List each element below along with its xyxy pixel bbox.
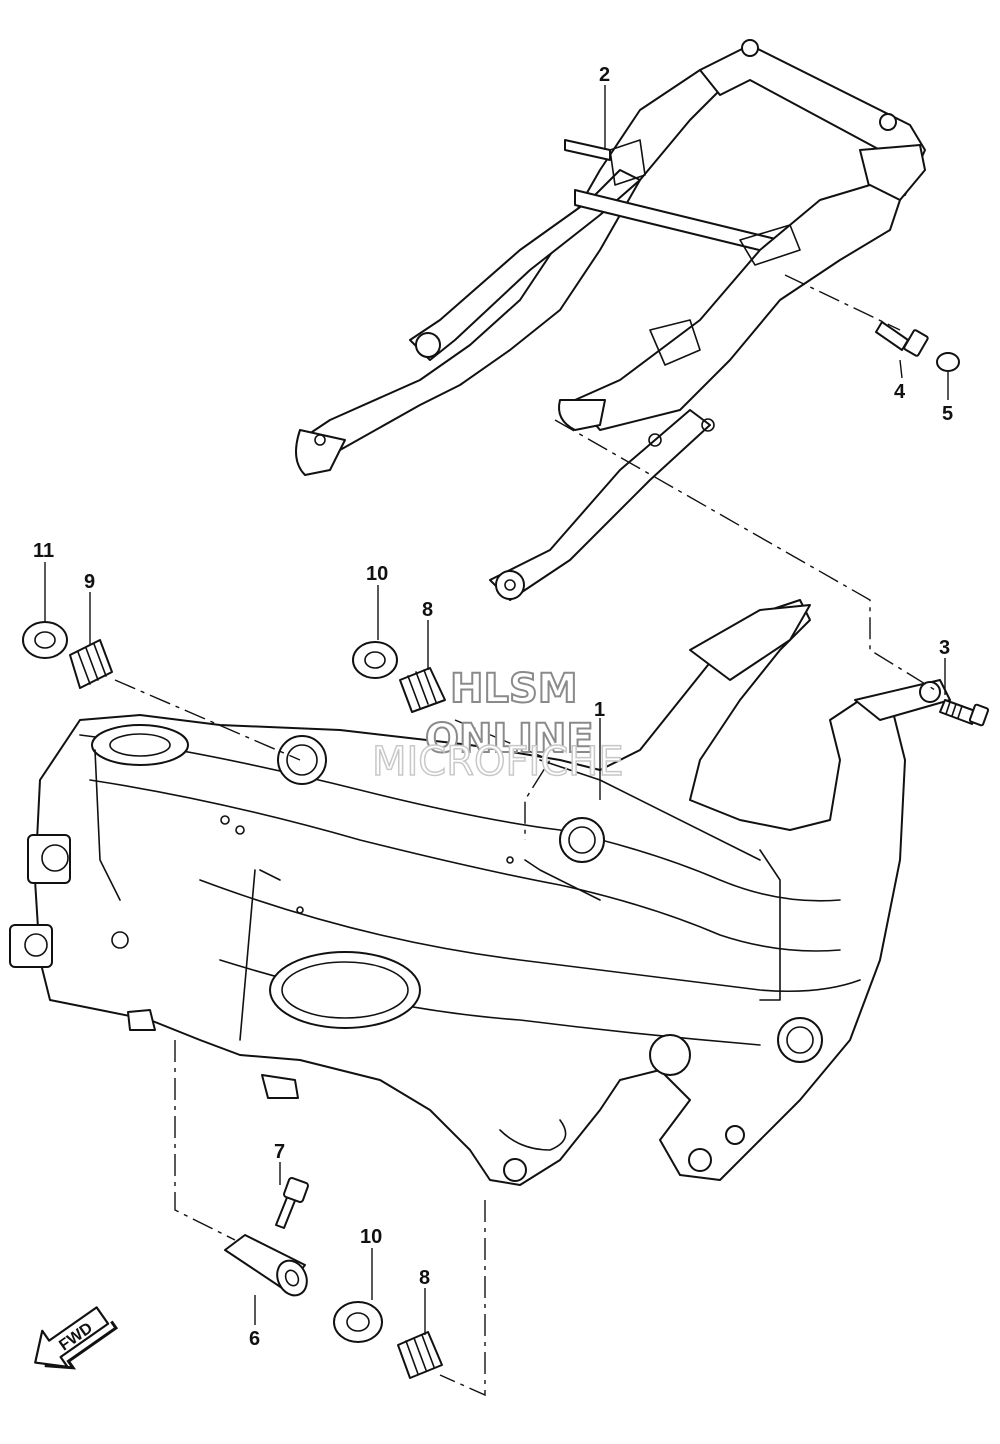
callout-5: 5 (942, 403, 953, 425)
callout-9: 9 (84, 571, 95, 593)
watermark-line-3: MICROFICHE (372, 739, 624, 785)
callout-11: 11 (33, 540, 54, 562)
part-8-adjuster-upper (399, 667, 446, 713)
callout-8-upper: 8 (422, 599, 433, 621)
callout-labels: 1 2 3 4 5 6 7 8 8 9 10 10 11 (33, 64, 953, 1350)
part-8-adjuster-lower (397, 1331, 443, 1379)
watermark-line-2: ONLINE (425, 716, 594, 762)
callout-8-lower: 8 (419, 1267, 430, 1289)
fwd-arrow-icon (34, 1306, 110, 1368)
callout-3: 3 (939, 637, 950, 659)
part-7-bolt (275, 1177, 309, 1229)
part-4-bolt (875, 321, 929, 357)
alignment-lines (114, 274, 936, 1397)
seat-rail-assembly (295, 39, 926, 601)
part-3-bolt (939, 699, 990, 727)
part-11-nut (22, 621, 68, 659)
fwd-badge: FWD (34, 1306, 119, 1370)
watermark: HLSM ONLINE MICROFICHE (371, 665, 624, 786)
callout-2: 2 (599, 64, 610, 86)
part-6-collar (224, 1234, 308, 1297)
callout-leaders (44, 85, 949, 1335)
callout-10-lower: 10 (360, 1226, 382, 1248)
callout-7: 7 (274, 1141, 285, 1163)
callout-10-upper: 10 (366, 563, 388, 585)
part-5-cap (936, 352, 960, 372)
part-10-nut-upper (352, 641, 398, 679)
part-10-nut-lower (333, 1301, 383, 1343)
callout-4: 4 (894, 381, 906, 403)
callout-6: 6 (249, 1328, 260, 1350)
main-frame (9, 599, 951, 1186)
callout-1: 1 (594, 699, 605, 721)
watermark-line-1: HLSM (450, 666, 578, 712)
part-9-adjuster (69, 639, 113, 689)
